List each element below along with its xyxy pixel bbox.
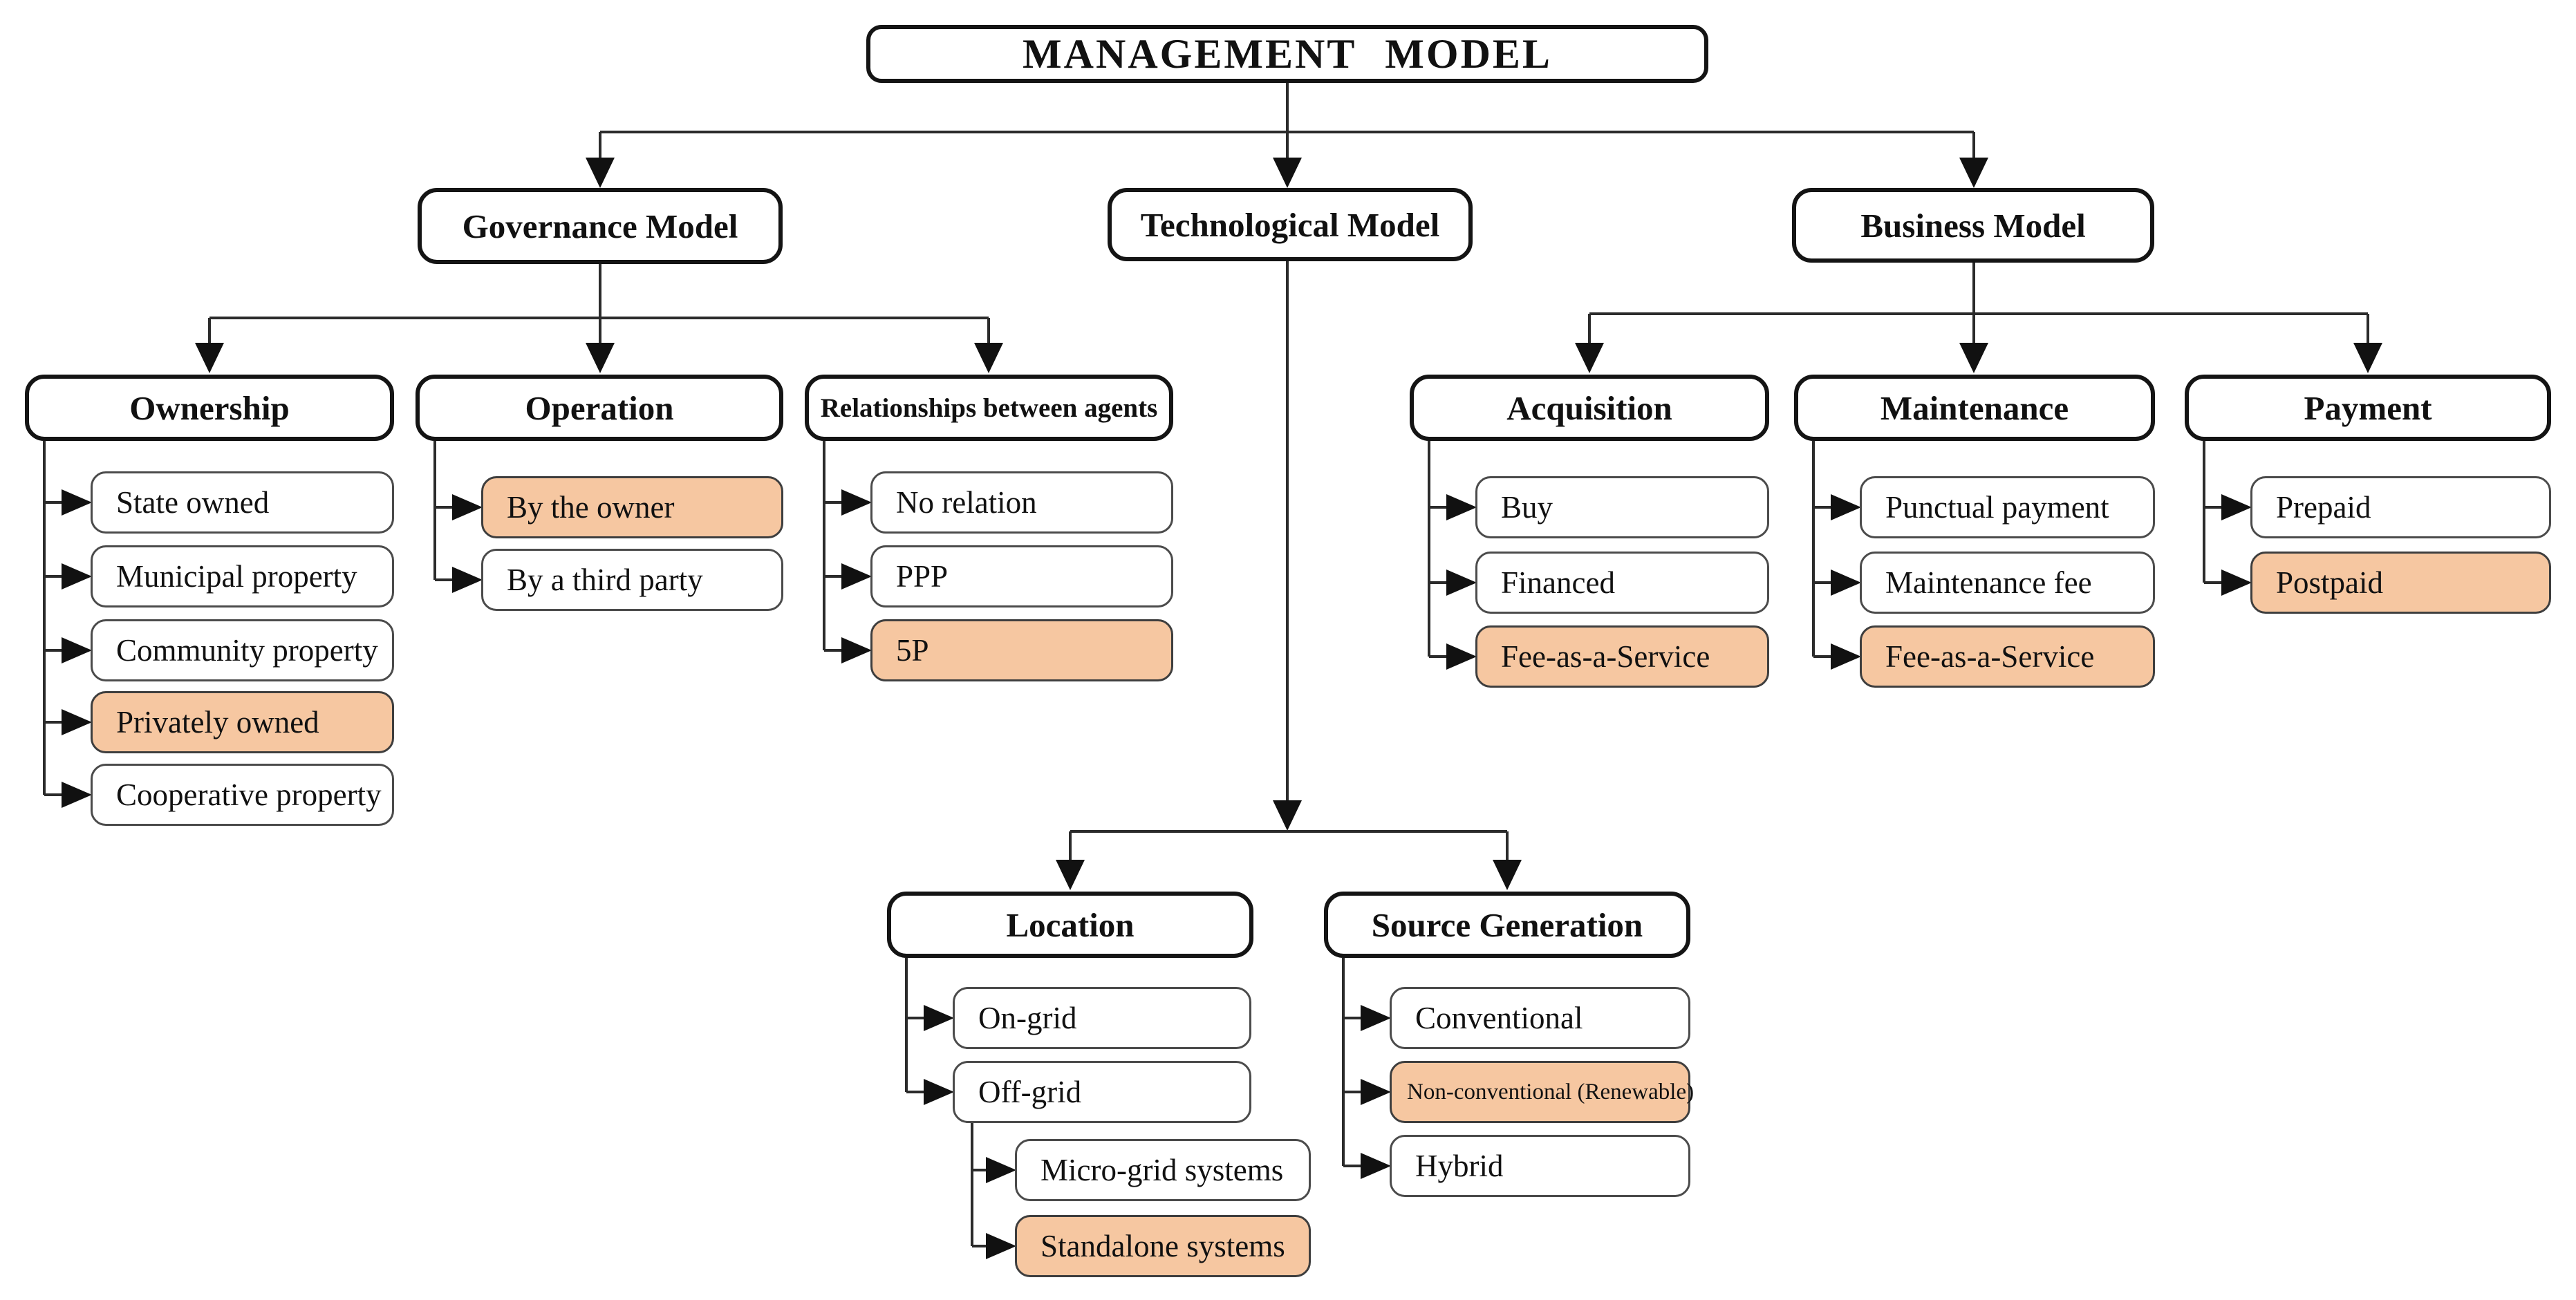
node-by-the-owner: By the owner [481,476,783,538]
node-by-a-third-party: By a third party [481,549,783,611]
node-financed: Financed [1475,552,1769,614]
connector-technological-children [1056,261,1522,890]
connector-relationships-items [823,441,872,663]
connector-ownership-items [43,441,92,808]
connector-operation-items [433,441,483,593]
arrow-right-icon [924,1079,954,1105]
connector-top-level [586,83,1988,188]
arrow-right-icon [841,489,872,516]
arrow-down-icon [195,343,224,373]
node-postpaid: Postpaid [2250,552,2551,614]
arrow-down-icon [1056,860,1085,890]
node-conventional: Conventional [1390,987,1690,1049]
node-state-owned: State owned [91,471,394,534]
arrow-down-icon [1273,158,1302,188]
arrow-right-icon [2221,569,2252,596]
arrow-down-icon [1959,158,1988,188]
arrow-right-icon [841,563,872,590]
node-ownership: Ownership [25,375,394,441]
arrow-right-icon [841,637,872,663]
node-acquisition-fee-as-a-service: Fee-as-a-Service [1475,625,1769,688]
node-privately-owned: Privately owned [91,691,394,753]
arrow-right-icon [62,782,92,808]
node-acquisition: Acquisition [1410,375,1769,441]
node-payment: Payment [2185,375,2551,441]
arrow-right-icon [452,567,483,593]
arrow-down-icon [586,158,615,188]
node-5p: 5P [870,619,1173,681]
node-management-model: MANAGEMENT MODEL [866,25,1708,83]
connector-offgrid-subitems [971,1123,1016,1259]
arrow-right-icon [62,709,92,735]
node-punctual-payment: Punctual payment [1860,476,2155,538]
arrow-down-icon [1575,343,1604,373]
connector-governance-children [195,264,1003,373]
node-hybrid: Hybrid [1390,1135,1690,1197]
arrow-right-icon [924,1005,954,1031]
arrow-down-icon [586,343,615,373]
arrow-right-icon [1361,1079,1391,1105]
node-buy: Buy [1475,476,1769,538]
node-ppp: PPP [870,545,1173,607]
arrow-right-icon [1361,1005,1391,1031]
node-maintenance-fee-as-a-service: Fee-as-a-Service [1860,625,2155,688]
arrow-right-icon [2221,494,2252,520]
node-business-model: Business Model [1792,188,2154,263]
node-cooperative-property: Cooperative property [91,764,394,826]
node-municipal-property: Municipal property [91,545,394,607]
node-off-grid: Off-grid [953,1061,1251,1123]
node-standalone-systems: Standalone systems [1015,1215,1311,1277]
node-governance-model: Governance Model [418,188,783,264]
node-source-generation: Source Generation [1324,892,1690,958]
node-location: Location [887,892,1253,958]
node-operation: Operation [416,375,783,441]
connector-payment-items [2203,441,2252,596]
arrow-right-icon [1831,494,1861,520]
connector-acquisition-items [1428,441,1477,670]
connector-business-children [1575,263,2382,373]
node-relationships-between-agents: Relationships between agents [805,375,1173,441]
node-non-conventional-renewable: Non-conventional (Renewable) [1390,1061,1694,1123]
arrow-right-icon [1446,569,1477,596]
arrow-down-icon [1493,860,1522,890]
arrow-right-icon [62,637,92,663]
node-prepaid: Prepaid [2250,476,2551,538]
arrow-right-icon [1361,1153,1391,1179]
arrow-right-icon [1831,569,1861,596]
node-maintenance: Maintenance [1794,375,2155,441]
arrow-down-icon [2353,343,2382,373]
arrow-down-icon [974,343,1003,373]
arrow-down-icon [1959,343,1988,373]
node-technological-model: Technological Model [1108,188,1473,261]
arrow-right-icon [452,494,483,520]
node-community-property: Community property [91,619,394,681]
arrow-right-icon [1831,643,1861,670]
node-on-grid: On-grid [953,987,1251,1049]
arrow-right-icon [1446,494,1477,520]
arrow-right-icon [1446,643,1477,670]
arrow-down-icon [1273,800,1302,831]
node-no-relation: No relation [870,471,1173,534]
arrow-right-icon [62,489,92,516]
connector-maintenance-items [1812,441,1861,670]
node-micro-grid-systems: Micro-grid systems [1015,1139,1311,1201]
arrow-right-icon [986,1157,1016,1183]
node-maintenance-fee: Maintenance fee [1860,552,2155,614]
connector-source-generation-items [1342,958,1391,1179]
connector-location-items [905,958,954,1105]
arrow-right-icon [62,563,92,590]
arrow-right-icon [986,1233,1016,1259]
